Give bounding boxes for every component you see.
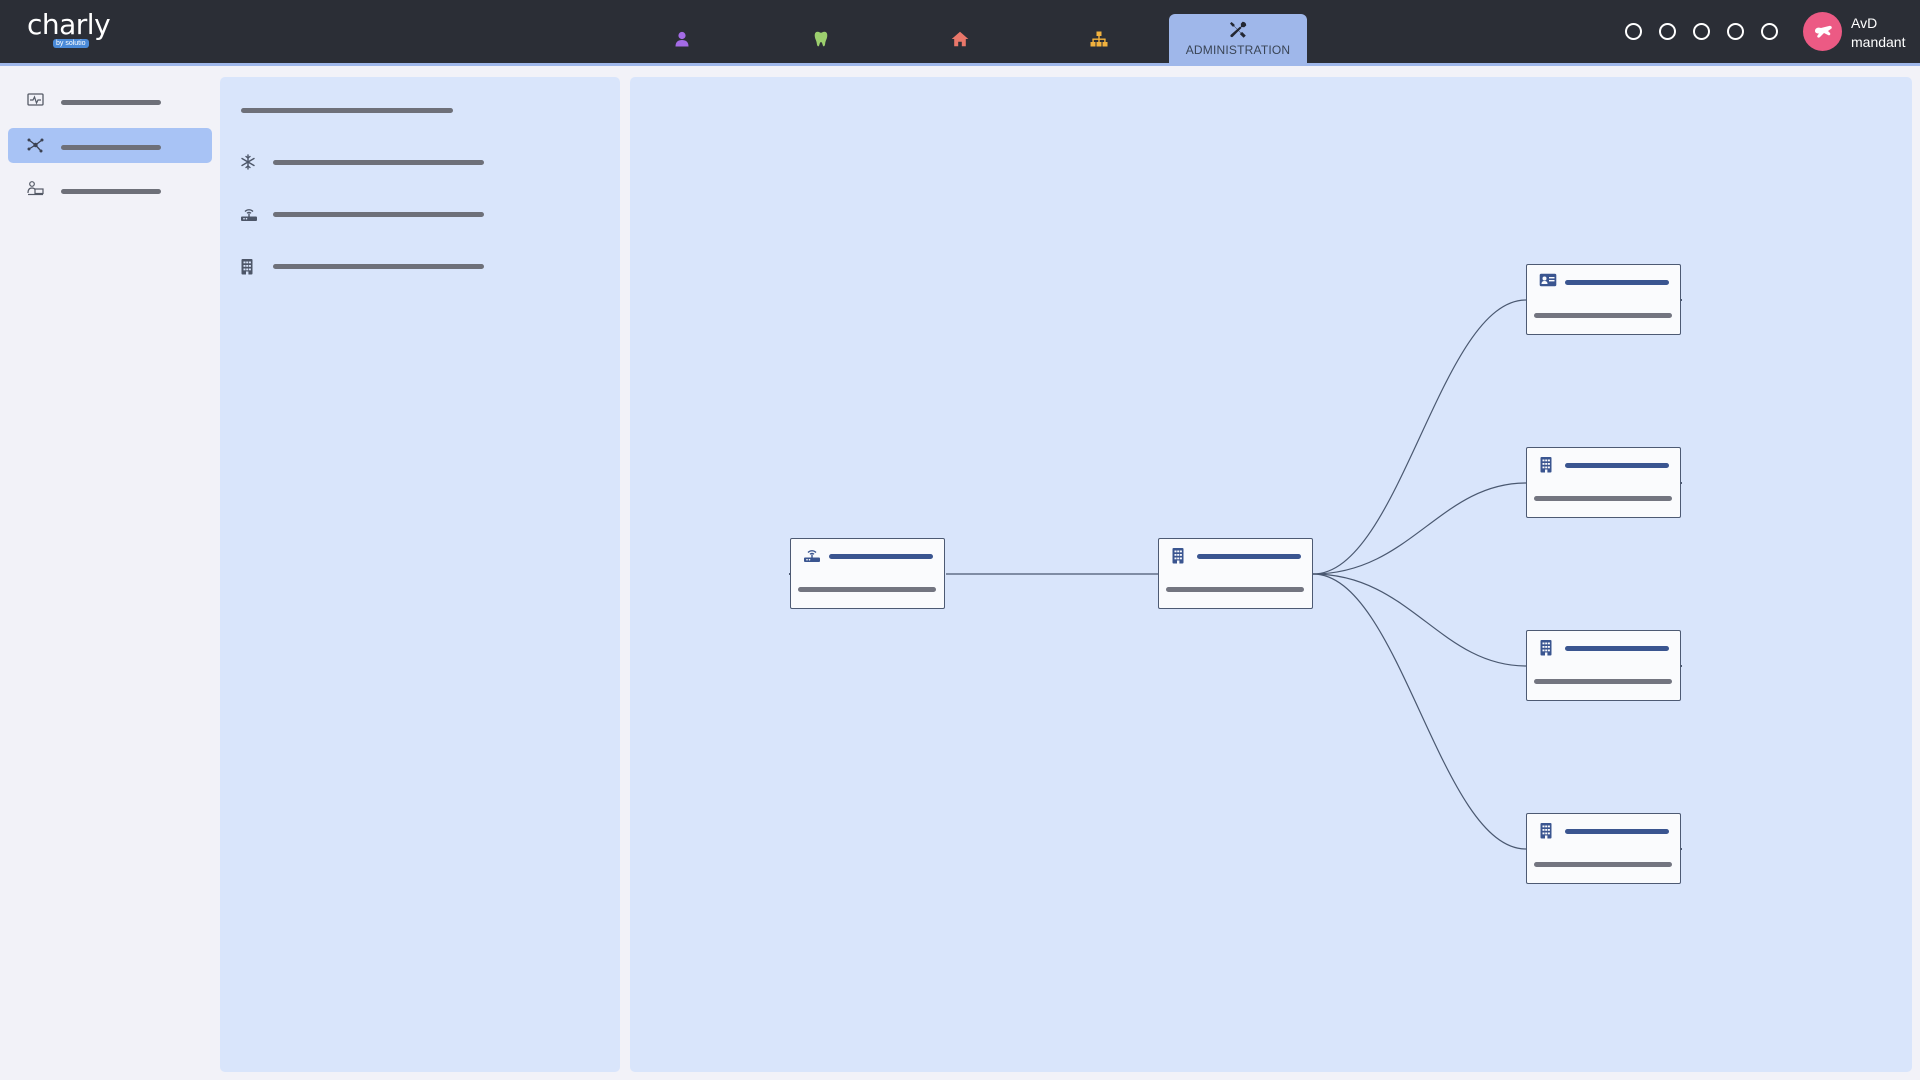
building-icon bbox=[241, 259, 253, 275]
snowflake-icon bbox=[241, 154, 255, 170]
top-bar: charly by solutio bbox=[0, 0, 1920, 64]
node-title bbox=[1565, 646, 1669, 651]
tools-icon bbox=[1230, 21, 1247, 38]
nav-organization-button[interactable] bbox=[1030, 14, 1168, 64]
building-icon bbox=[1540, 640, 1552, 656]
node-subtitle bbox=[798, 587, 936, 592]
monitor-icon bbox=[27, 93, 44, 106]
sidebar-item-workstations[interactable] bbox=[8, 172, 212, 207]
node-title bbox=[1565, 280, 1669, 285]
tooth-icon bbox=[814, 31, 828, 46]
tree-item-router[interactable] bbox=[240, 202, 500, 226]
node-title bbox=[829, 554, 933, 559]
building-icon bbox=[1540, 823, 1552, 839]
node-port-right bbox=[1680, 848, 1682, 850]
building-icon bbox=[1172, 548, 1184, 564]
node-port-right bbox=[1680, 299, 1682, 301]
network-icon bbox=[27, 138, 44, 153]
hierarchy-icon bbox=[1090, 31, 1108, 47]
router-icon bbox=[804, 550, 820, 562]
sidebar-item-label bbox=[61, 189, 161, 194]
person-icon bbox=[675, 31, 689, 47]
nav-dental-button[interactable] bbox=[752, 14, 890, 64]
graph-node-site-2[interactable] bbox=[1526, 630, 1682, 701]
tree-panel bbox=[220, 77, 620, 1072]
node-subtitle bbox=[1534, 862, 1672, 867]
tree-item-building[interactable] bbox=[240, 254, 500, 278]
node-title bbox=[1565, 463, 1669, 468]
tree-item-label bbox=[273, 160, 484, 165]
home-icon bbox=[951, 31, 969, 47]
node-title bbox=[1197, 554, 1301, 559]
node-port-right bbox=[1680, 665, 1682, 667]
node-port-left bbox=[789, 573, 791, 575]
id-card-icon bbox=[1539, 273, 1557, 287]
user-role: mandant bbox=[1851, 34, 1906, 50]
header-action-1-button[interactable] bbox=[1625, 23, 1642, 40]
sidebar-item-network[interactable] bbox=[8, 128, 212, 163]
graph-node-router[interactable] bbox=[789, 538, 945, 609]
node-subtitle bbox=[1166, 587, 1304, 592]
graph-node-contact[interactable] bbox=[1526, 264, 1682, 335]
header-action-5-button[interactable] bbox=[1761, 23, 1778, 40]
sidebar-item-label bbox=[61, 100, 161, 105]
topbar-accent-line bbox=[0, 63, 1920, 66]
sidebar-item-monitoring[interactable] bbox=[8, 84, 212, 119]
tree-panel-title bbox=[241, 108, 453, 113]
tree-item-label bbox=[273, 212, 484, 217]
charly-logo[interactable]: charly by solutio bbox=[27, 10, 117, 52]
nav-administration-tab[interactable]: ADMINISTRATION bbox=[1169, 14, 1307, 64]
header-action-3-button[interactable] bbox=[1693, 23, 1710, 40]
graph-node-site-3[interactable] bbox=[1526, 813, 1682, 884]
tree-item-label bbox=[273, 264, 484, 269]
tooth-brand-icon bbox=[1814, 25, 1832, 38]
sidebar-item-label bbox=[61, 145, 161, 150]
node-subtitle bbox=[1534, 496, 1672, 501]
logo-subtitle: by solutio bbox=[53, 39, 89, 48]
node-subtitle bbox=[1534, 679, 1672, 684]
router-icon bbox=[241, 209, 257, 221]
user-avatar[interactable] bbox=[1803, 12, 1842, 51]
workstation-icon bbox=[27, 181, 44, 196]
nav-administration-label: ADMINISTRATION bbox=[1185, 43, 1291, 57]
node-title bbox=[1565, 829, 1669, 834]
tree-item-root[interactable] bbox=[240, 150, 500, 174]
building-icon bbox=[1540, 457, 1552, 473]
nav-patient-button[interactable] bbox=[613, 14, 751, 64]
graph-node-site-1[interactable] bbox=[1526, 447, 1682, 518]
logo-text: charly bbox=[27, 8, 111, 41]
node-port-right bbox=[1680, 482, 1682, 484]
header-action-4-button[interactable] bbox=[1727, 23, 1744, 40]
graph-node-hub[interactable] bbox=[1158, 538, 1313, 609]
header-action-2-button[interactable] bbox=[1659, 23, 1676, 40]
nav-home-button[interactable] bbox=[891, 14, 1029, 64]
user-initials: AvD bbox=[1851, 15, 1878, 31]
node-subtitle bbox=[1534, 313, 1672, 318]
